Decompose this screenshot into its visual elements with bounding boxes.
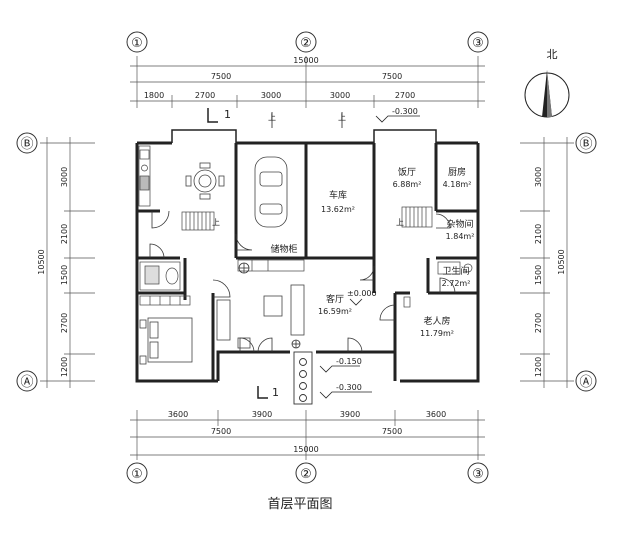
right-room-furniture — [403, 261, 473, 308]
wardrobe — [139, 295, 191, 306]
section-label-bottom: 1 — [272, 386, 279, 399]
dim-left-seg-1: 3000 — [60, 167, 69, 187]
dim-top-seg-1: 1800 — [144, 91, 164, 100]
entry-arrows — [271, 112, 343, 128]
dim-bottom-seg-3: 3900 — [340, 410, 360, 419]
room-bath-area: 2.72m² — [442, 279, 471, 288]
room-storage-area: 1.84m² — [446, 232, 475, 241]
dim-right-seg-1: 3000 — [534, 167, 543, 187]
stairs-right — [401, 206, 433, 228]
walls — [135, 129, 480, 383]
dim-bottom-total: 15000 — [293, 445, 318, 454]
room-storage-name: 杂物间 — [446, 218, 473, 230]
dim-bottom-half-2: 7500 — [382, 427, 402, 436]
level-marker-symbols — [319, 115, 420, 399]
sofa-set — [216, 284, 305, 349]
dim-right-seg-5: 1200 — [534, 357, 543, 377]
dim-bottom-seg-4: 3600 — [426, 410, 446, 419]
axis-label-col2-bottom: ② — [300, 467, 312, 482]
dim-right-total: 10500 — [557, 249, 566, 274]
axis-bubbles — [16, 31, 597, 484]
dining-table — [185, 162, 225, 200]
axis-label-col1-top: ① — [131, 36, 143, 51]
dim-top-seg-5: 2700 — [395, 91, 415, 100]
north-label: 北 — [547, 48, 558, 61]
axis-label-col3-top: ③ — [472, 36, 484, 51]
dim-right-seg-3: 1500 — [534, 265, 543, 285]
room-bath-name: 卫生间 — [442, 265, 469, 277]
room-living-name: 客厅 — [326, 293, 344, 305]
drawing-caption: 首层平面图 — [267, 497, 332, 512]
dim-left-seg-5: 1200 — [60, 357, 69, 377]
section-label-top: 1 — [224, 108, 231, 121]
axis-label-col3-bottom: ③ — [472, 467, 484, 482]
room-garage-area: 13.62m² — [321, 205, 355, 214]
room-garage-name: 车库 — [329, 189, 347, 201]
north-arrow-icon — [524, 70, 570, 118]
level-living: ±0.000 — [347, 289, 377, 298]
front-walkway — [293, 351, 313, 405]
plant-icons — [238, 262, 301, 349]
axis-label-rowA-left: Ⓐ — [20, 375, 33, 390]
room-cabinet-name: 储物柜 — [270, 243, 297, 255]
room-elder-name: 老人房 — [423, 315, 450, 327]
entry-mark-right: 上 — [338, 113, 346, 122]
level-top: -0.300 — [392, 107, 418, 116]
dim-left-total: 10500 — [37, 249, 46, 274]
axis-label-col1-bottom: ① — [131, 467, 143, 482]
axis-label-col2-top: ② — [300, 36, 312, 51]
stairs-left — [181, 211, 215, 231]
dimension-lines-bottom — [130, 410, 485, 460]
bed-left — [139, 317, 193, 365]
bathroom-fixtures — [139, 261, 181, 291]
entry-mark-left: 上 — [268, 113, 276, 122]
dim-right-seg-4: 2700 — [534, 313, 543, 333]
axis-label-rowB-left: Ⓑ — [20, 137, 33, 152]
dimension-lines-right — [520, 137, 574, 388]
dim-bottom-seg-1: 3600 — [168, 410, 188, 419]
axis-label-rowA-right: Ⓐ — [579, 375, 592, 390]
car-icon — [254, 156, 288, 228]
storage-cabinet — [237, 259, 305, 272]
stair-label-left: 上 — [212, 218, 220, 227]
dim-top-total: 15000 — [293, 56, 318, 65]
section-marks — [207, 108, 268, 399]
dim-left-seg-3: 1500 — [60, 265, 69, 285]
dimension-lines-top — [130, 56, 485, 108]
room-kitchen-name: 厨房 — [448, 166, 466, 178]
stair-label-right: 上 — [396, 218, 404, 227]
dim-top-half-1: 7500 — [211, 72, 231, 81]
room-dining-area: 6.88m² — [393, 180, 422, 189]
doors — [149, 210, 456, 353]
dimension-lines-left — [40, 137, 95, 388]
dim-left-seg-4: 2700 — [60, 313, 69, 333]
dim-right-seg-2: 2100 — [534, 224, 543, 244]
axis-label-rowB-right: Ⓑ — [579, 137, 592, 152]
dim-top-seg-3: 3000 — [261, 91, 281, 100]
dim-top-seg-2: 2700 — [195, 91, 215, 100]
level-bottom: -0.300 — [336, 383, 362, 392]
room-dining-name: 饭厅 — [398, 166, 416, 178]
dim-bottom-half-1: 7500 — [211, 427, 231, 436]
room-kitchen-area: 4.18m² — [443, 180, 472, 189]
dim-top-half-2: 7500 — [382, 72, 402, 81]
kitchen-counter — [138, 145, 151, 207]
dim-bottom-seg-2: 3900 — [252, 410, 272, 419]
dim-top-seg-4: 3000 — [330, 91, 350, 100]
room-living-area: 16.59m² — [318, 307, 352, 316]
level-porch: -0.150 — [336, 357, 362, 366]
dim-left-seg-2: 2100 — [60, 224, 69, 244]
room-elder-area: 11.79m² — [420, 329, 454, 338]
